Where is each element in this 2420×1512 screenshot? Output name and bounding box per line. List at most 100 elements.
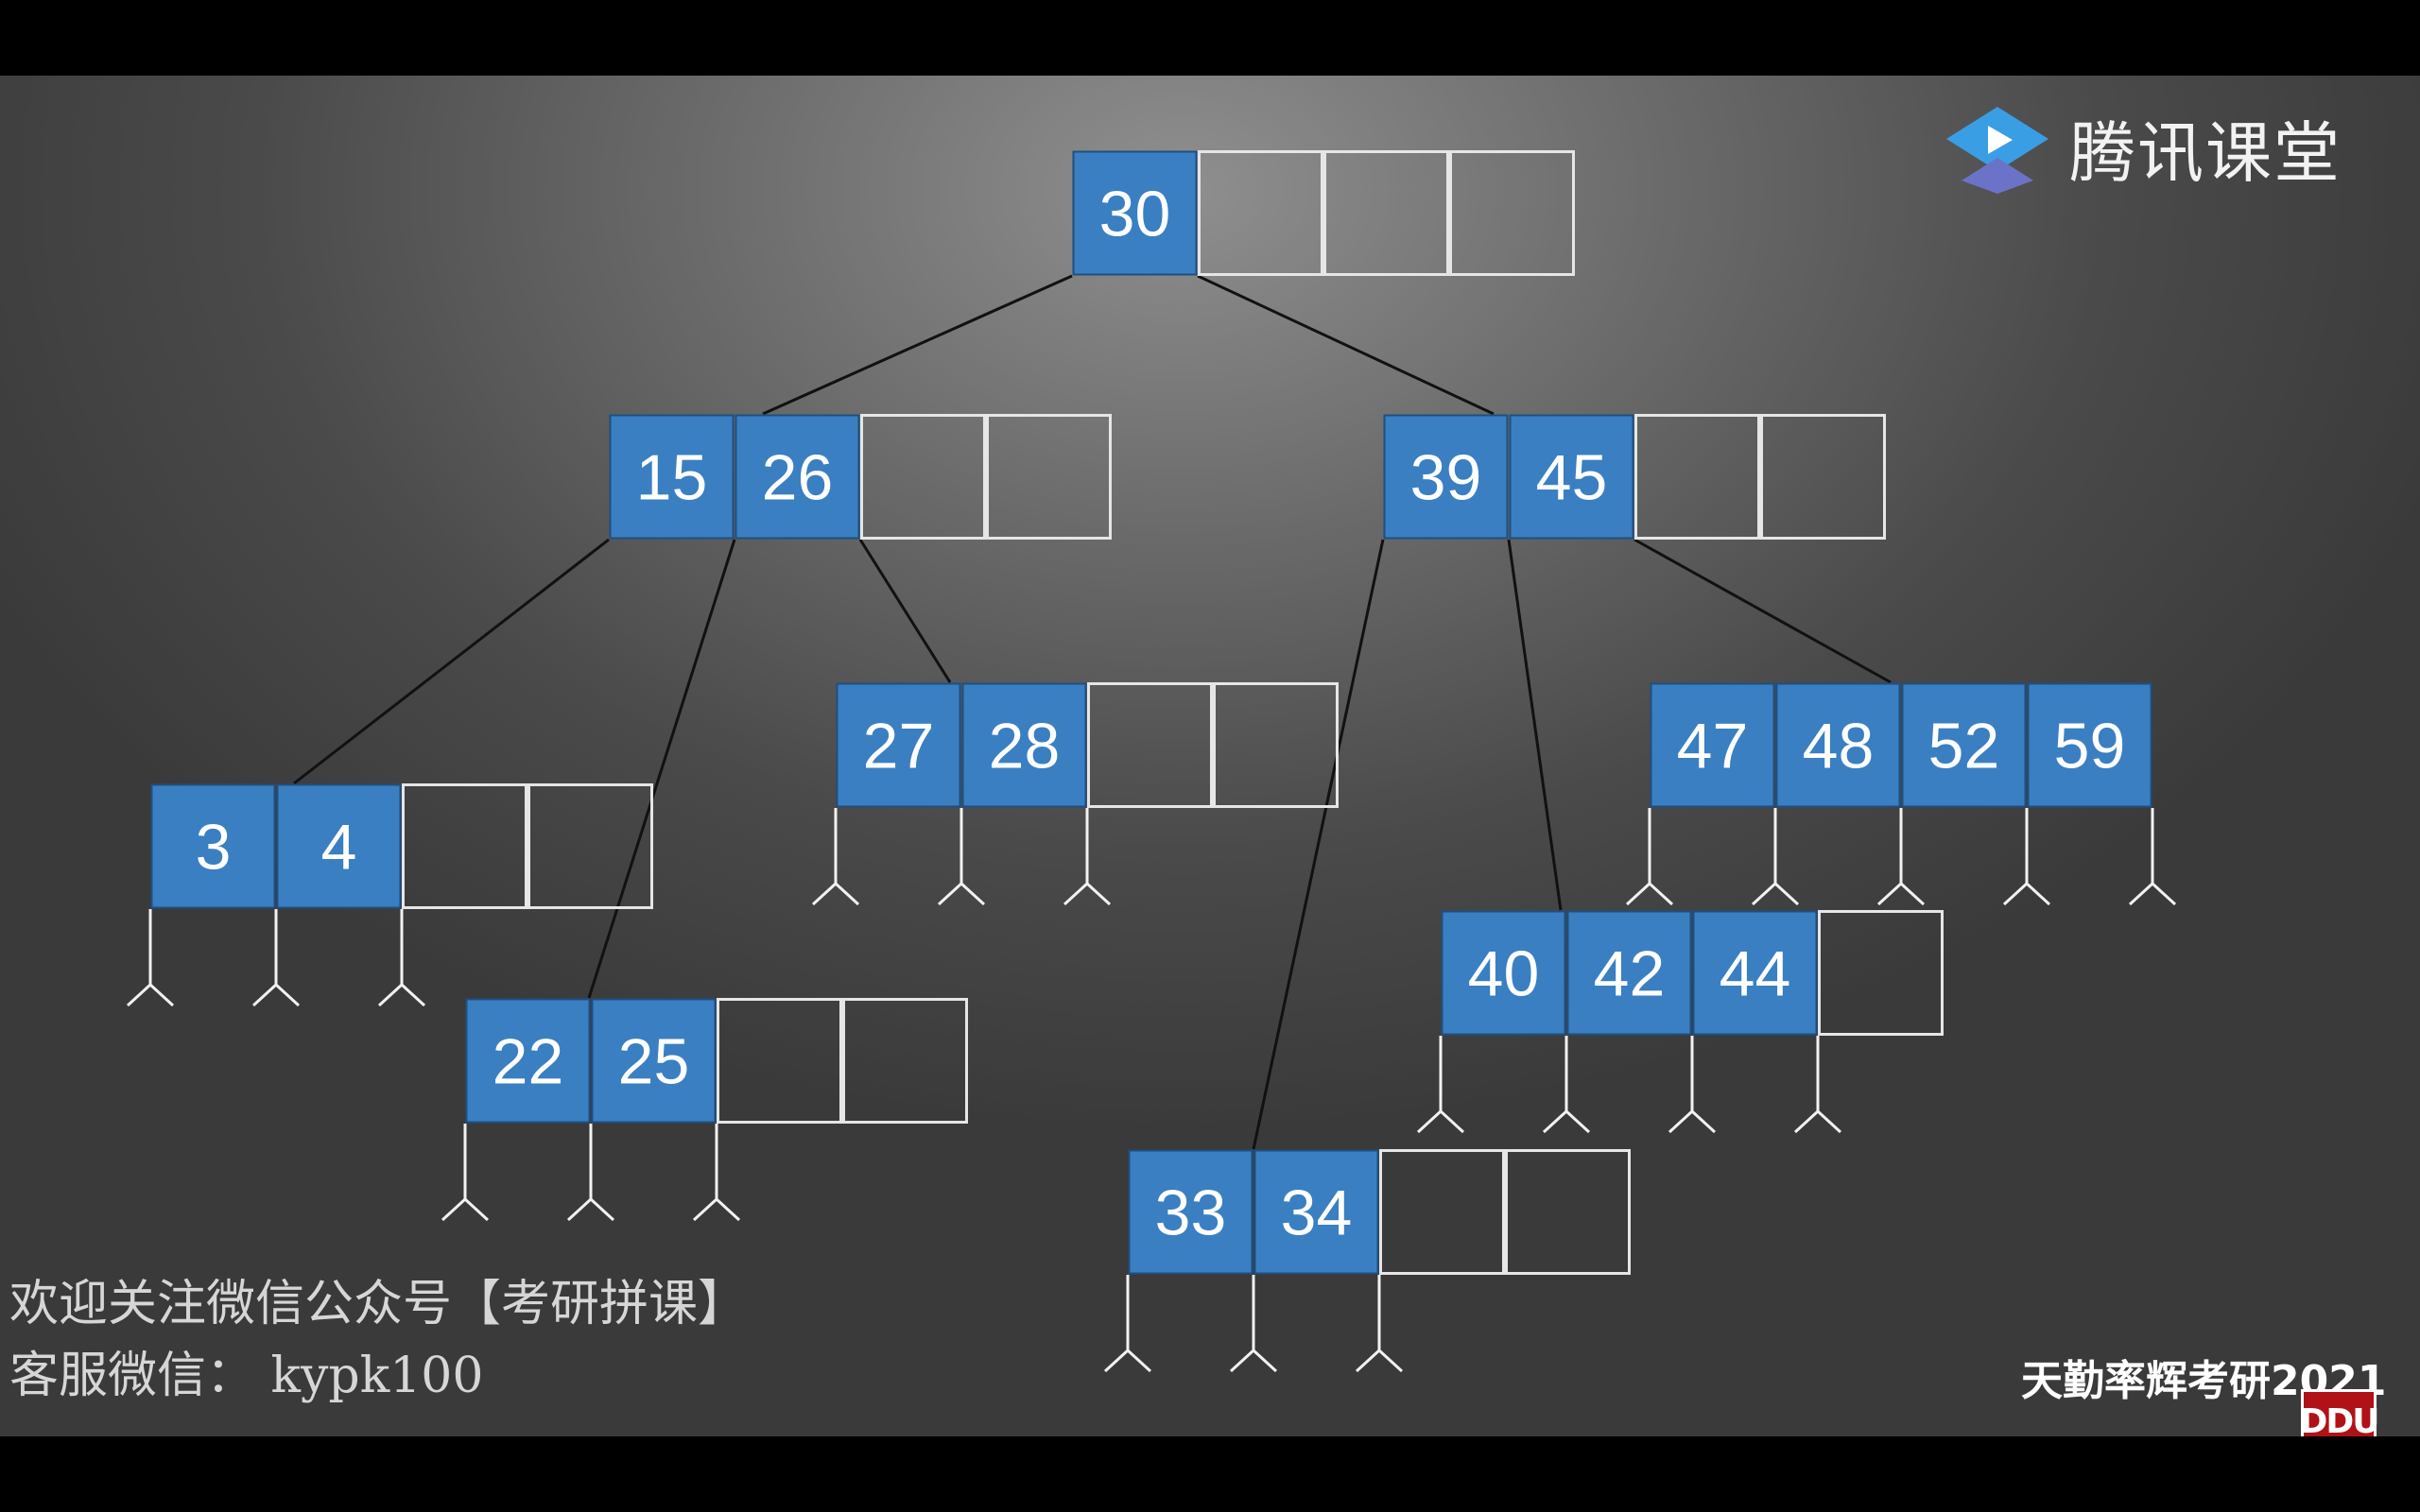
- wechat-watermark: 欢迎关注微信公众号【考研拼课】 客服微信： kypk100: [9, 1268, 747, 1412]
- null-pointer-icon: [1355, 1275, 1404, 1373]
- key-value: 27: [863, 711, 935, 782]
- empty-key-slot: [1449, 150, 1575, 276]
- empty-key-slot: [717, 998, 842, 1124]
- key-value: 42: [1594, 938, 1666, 1010]
- empty-key-slot: [1634, 414, 1760, 540]
- key-cell: [465, 998, 591, 1124]
- key-cell: [591, 998, 717, 1124]
- null-pointer-icon: [1063, 808, 1112, 906]
- key-cell: [2027, 682, 2152, 808]
- watermark-line-follow: 欢迎关注微信公众号【考研拼课】: [9, 1276, 748, 1332]
- watermark-line-service: 客服微信： kypk100: [9, 1348, 484, 1404]
- null-pointer-icon: [126, 909, 175, 1007]
- null-pointer-icon: [1876, 808, 1926, 906]
- key-value: 28: [989, 711, 1061, 782]
- key-value: 34: [1281, 1177, 1353, 1249]
- key-value: 44: [1720, 938, 1791, 1010]
- null-pointer-icon: [441, 1124, 490, 1222]
- edge-n39-45-to-n40-42-44: [1507, 539, 1563, 911]
- key-cell: [1775, 682, 1901, 808]
- empty-key-slot: [860, 414, 986, 540]
- null-pointer-icon: [692, 1124, 741, 1222]
- key-value: 15: [636, 442, 708, 514]
- edge-n39-45-to-n47-48-52-59: [1634, 538, 1892, 684]
- key-value: 4: [321, 812, 357, 884]
- node-n39-45: 39 45: [1383, 414, 1886, 540]
- key-cell: [1509, 414, 1634, 540]
- brand-name: 腾讯课堂: [2069, 114, 2342, 192]
- empty-key-slot: [1505, 1149, 1631, 1275]
- null-pointer-icon: [377, 909, 426, 1007]
- brand-logo: 腾讯课堂: [1943, 100, 2342, 196]
- edge-n15-26-to-n27-28: [858, 539, 952, 683]
- key-cell: [1383, 414, 1509, 540]
- key-cell: [1650, 682, 1775, 808]
- null-pointer-icon: [937, 808, 986, 906]
- key-cell: [1901, 682, 2027, 808]
- edge-n30-to-n39-45: [1197, 274, 1495, 416]
- key-cell: [1566, 910, 1692, 1036]
- node-n27-28: 27 28: [836, 682, 1339, 808]
- null-pointer-icon: [1668, 1036, 1717, 1134]
- key-cell: [1253, 1149, 1379, 1275]
- key-value: 45: [1536, 442, 1608, 514]
- null-pointer-icon: [811, 808, 860, 906]
- key-value: 47: [1677, 711, 1749, 782]
- key-value: 22: [493, 1026, 564, 1098]
- key-value: 48: [1803, 711, 1875, 782]
- null-pointer-icon: [2128, 808, 2177, 906]
- empty-key-slot: [1198, 150, 1323, 276]
- null-pointer-icon: [251, 909, 301, 1007]
- key-cell: [1692, 910, 1818, 1036]
- node-n40-42-44: 40 42 44: [1441, 910, 1944, 1036]
- null-pointer-icon: [566, 1124, 615, 1222]
- key-value: 33: [1155, 1177, 1227, 1249]
- node-n30: 30: [1072, 150, 1575, 276]
- key-value: 3: [196, 812, 232, 884]
- null-pointer-icon: [2002, 808, 2051, 906]
- empty-key-slot: [1213, 682, 1339, 808]
- key-value: 59: [2054, 711, 2126, 782]
- key-cell: [961, 682, 1087, 808]
- edge-n15-26-to-n22-25: [587, 539, 736, 999]
- key-cell: [836, 682, 961, 808]
- node-n47-48-52-59: 47 48 52 59: [1650, 682, 2152, 808]
- key-cell: [150, 783, 276, 909]
- key-value: 40: [1468, 938, 1540, 1010]
- node-n33-34: 33 34: [1128, 1149, 1631, 1275]
- key-value: 52: [1928, 711, 2000, 782]
- key-cell: [1441, 910, 1566, 1036]
- empty-key-slot: [986, 414, 1112, 540]
- edge-n30-to-n15-26: [762, 274, 1073, 416]
- key-value: 26: [762, 442, 834, 514]
- empty-key-slot: [1379, 1149, 1505, 1275]
- null-pointer-icon: [1103, 1275, 1152, 1373]
- empty-key-slot: [527, 783, 653, 909]
- key-value: 39: [1410, 442, 1482, 514]
- key-cell: [1072, 150, 1198, 276]
- null-pointer-icon: [1625, 808, 1674, 906]
- empty-key-slot: [1323, 150, 1449, 276]
- empty-key-slot: [1760, 414, 1886, 540]
- null-pointer-icon: [1416, 1036, 1465, 1134]
- empty-key-slot: [1087, 682, 1213, 808]
- key-cell: [609, 414, 735, 540]
- ddu-logo: DDU: [2300, 1389, 2380, 1436]
- key-value: 30: [1099, 179, 1171, 250]
- edge-n39-45-to-n33-34: [1252, 539, 1385, 1150]
- node-n22-25: 22 25: [465, 998, 968, 1124]
- null-pointer-icon: [1542, 1036, 1591, 1134]
- empty-key-slot: [1818, 910, 1944, 1036]
- null-pointer-icon: [1793, 1036, 1842, 1134]
- null-pointer-icon: [1751, 808, 1800, 906]
- empty-key-slot: [842, 998, 968, 1124]
- play-logo-icon: [1946, 106, 2048, 194]
- key-cell: [276, 783, 402, 909]
- key-value: 25: [618, 1026, 690, 1098]
- key-cell: [735, 414, 860, 540]
- edge-n15-26-to-n3-4: [293, 538, 610, 785]
